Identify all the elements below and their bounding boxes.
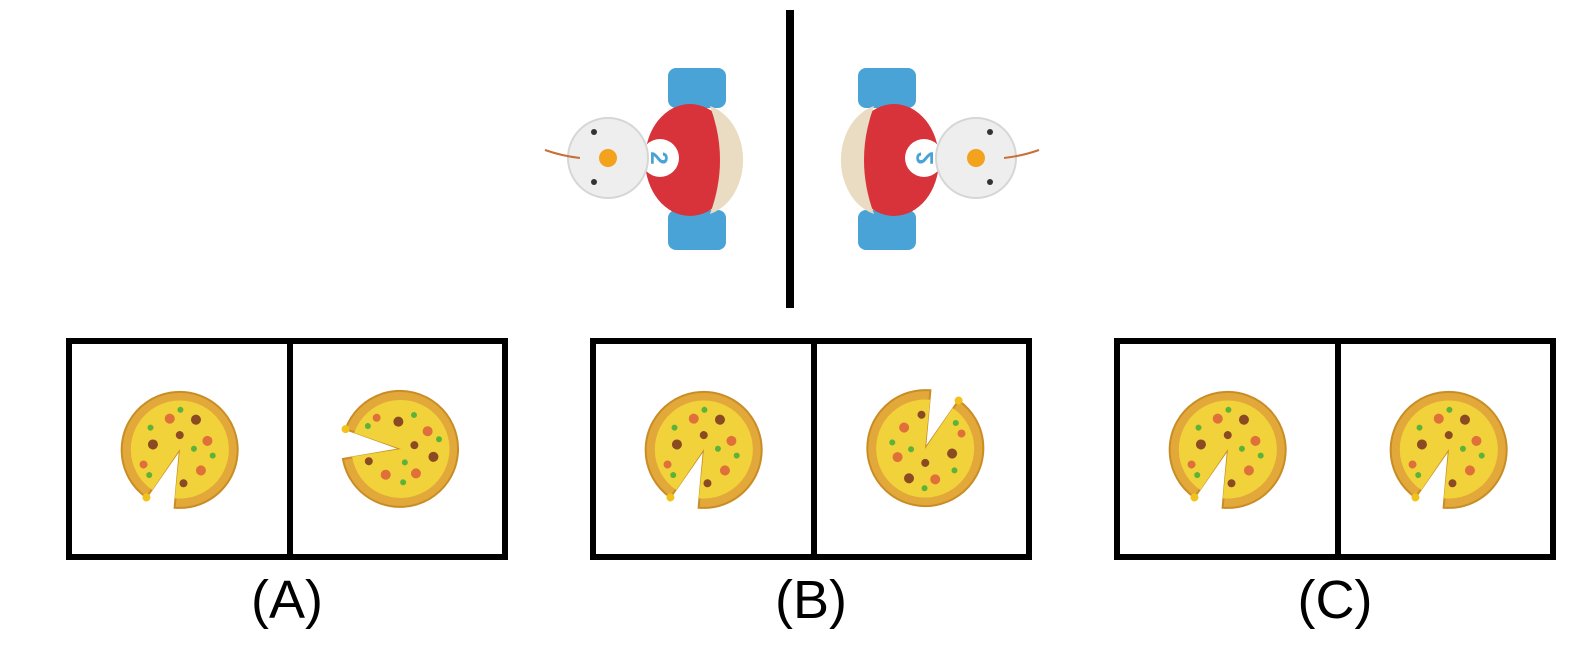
option-c-label: (C) xyxy=(1297,570,1373,630)
mirror-line xyxy=(786,10,794,308)
option-a-panel[interactable] xyxy=(66,338,508,560)
pizza-icon xyxy=(1383,384,1514,514)
pizza-icon xyxy=(638,384,769,514)
option-c-divider xyxy=(1335,344,1341,554)
option-a-right-image xyxy=(293,344,508,554)
pizza-icon xyxy=(114,384,245,514)
option-b-label: (B) xyxy=(775,570,847,630)
option-a-left-image xyxy=(72,344,287,554)
toy-original xyxy=(544,67,745,251)
pizza-icon xyxy=(859,384,990,514)
toy-reflection xyxy=(839,67,1040,251)
option-a-divider xyxy=(287,344,293,554)
option-b-right-image xyxy=(817,344,1032,554)
option-b-left-image xyxy=(596,344,811,554)
pizza-icon xyxy=(1162,384,1293,514)
option-c-right-image xyxy=(1341,344,1556,554)
option-c-left-image xyxy=(1120,344,1335,554)
option-b-divider xyxy=(811,344,817,554)
option-b-panel[interactable] xyxy=(590,338,1032,560)
pizza-icon xyxy=(335,384,464,513)
option-c-panel[interactable] xyxy=(1114,338,1556,560)
option-a-label: (A) xyxy=(251,570,323,630)
